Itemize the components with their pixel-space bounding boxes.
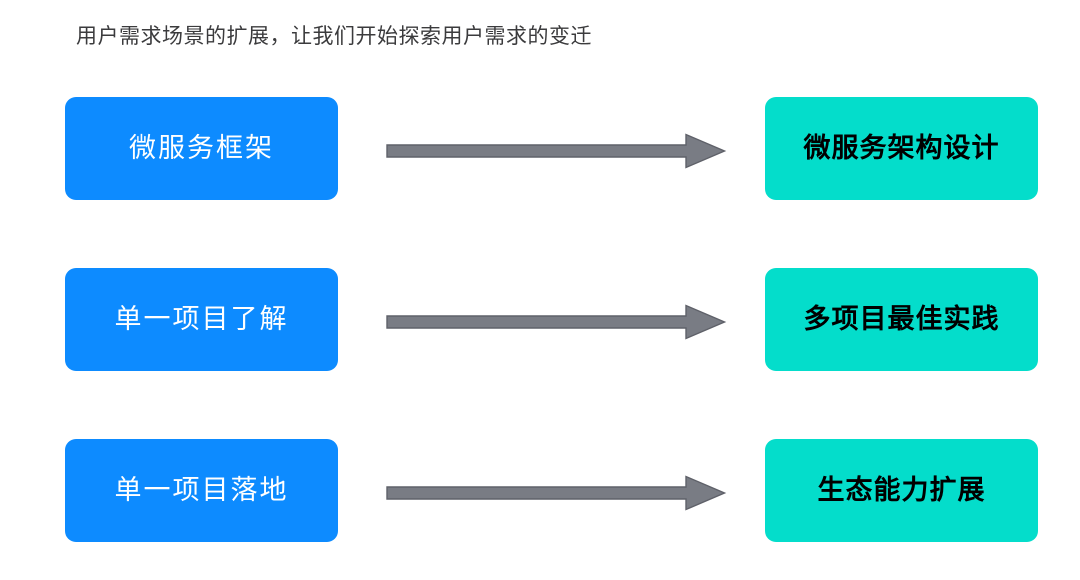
right-arrow-icon-1 [386,133,727,169]
transition-row: 单一项目了解 多项目最佳实践 [0,268,1080,371]
target-node-3[interactable]: 生态能力扩展 [765,439,1038,542]
target-node-label: 微服务架构设计 [803,133,1000,164]
source-node-label: 单一项目了解 [114,304,289,335]
target-node-2[interactable]: 多项目最佳实践 [765,268,1038,371]
source-node-3[interactable]: 单一项目落地 [65,439,338,542]
right-arrow-icon-2 [386,304,727,340]
target-node-label: 生态能力扩展 [817,475,986,506]
source-node-2[interactable]: 单一项目了解 [65,268,338,371]
right-arrow-icon [386,133,727,169]
right-arrow-icon [386,475,727,511]
right-arrow-icon-3 [386,475,727,511]
right-arrow-icon [386,304,727,340]
transition-row: 单一项目落地 生态能力扩展 [0,439,1080,542]
target-node-label: 多项目最佳实践 [803,304,1000,335]
page-title: 用户需求场景的扩展，让我们开始探索用户需求的变迁 [76,25,592,48]
transition-row: 微服务框架 微服务架构设计 [0,97,1080,200]
target-node-1[interactable]: 微服务架构设计 [765,97,1038,200]
source-node-1[interactable]: 微服务框架 [65,97,338,200]
source-node-label: 微服务框架 [129,133,274,164]
source-node-label: 单一项目落地 [114,475,289,506]
